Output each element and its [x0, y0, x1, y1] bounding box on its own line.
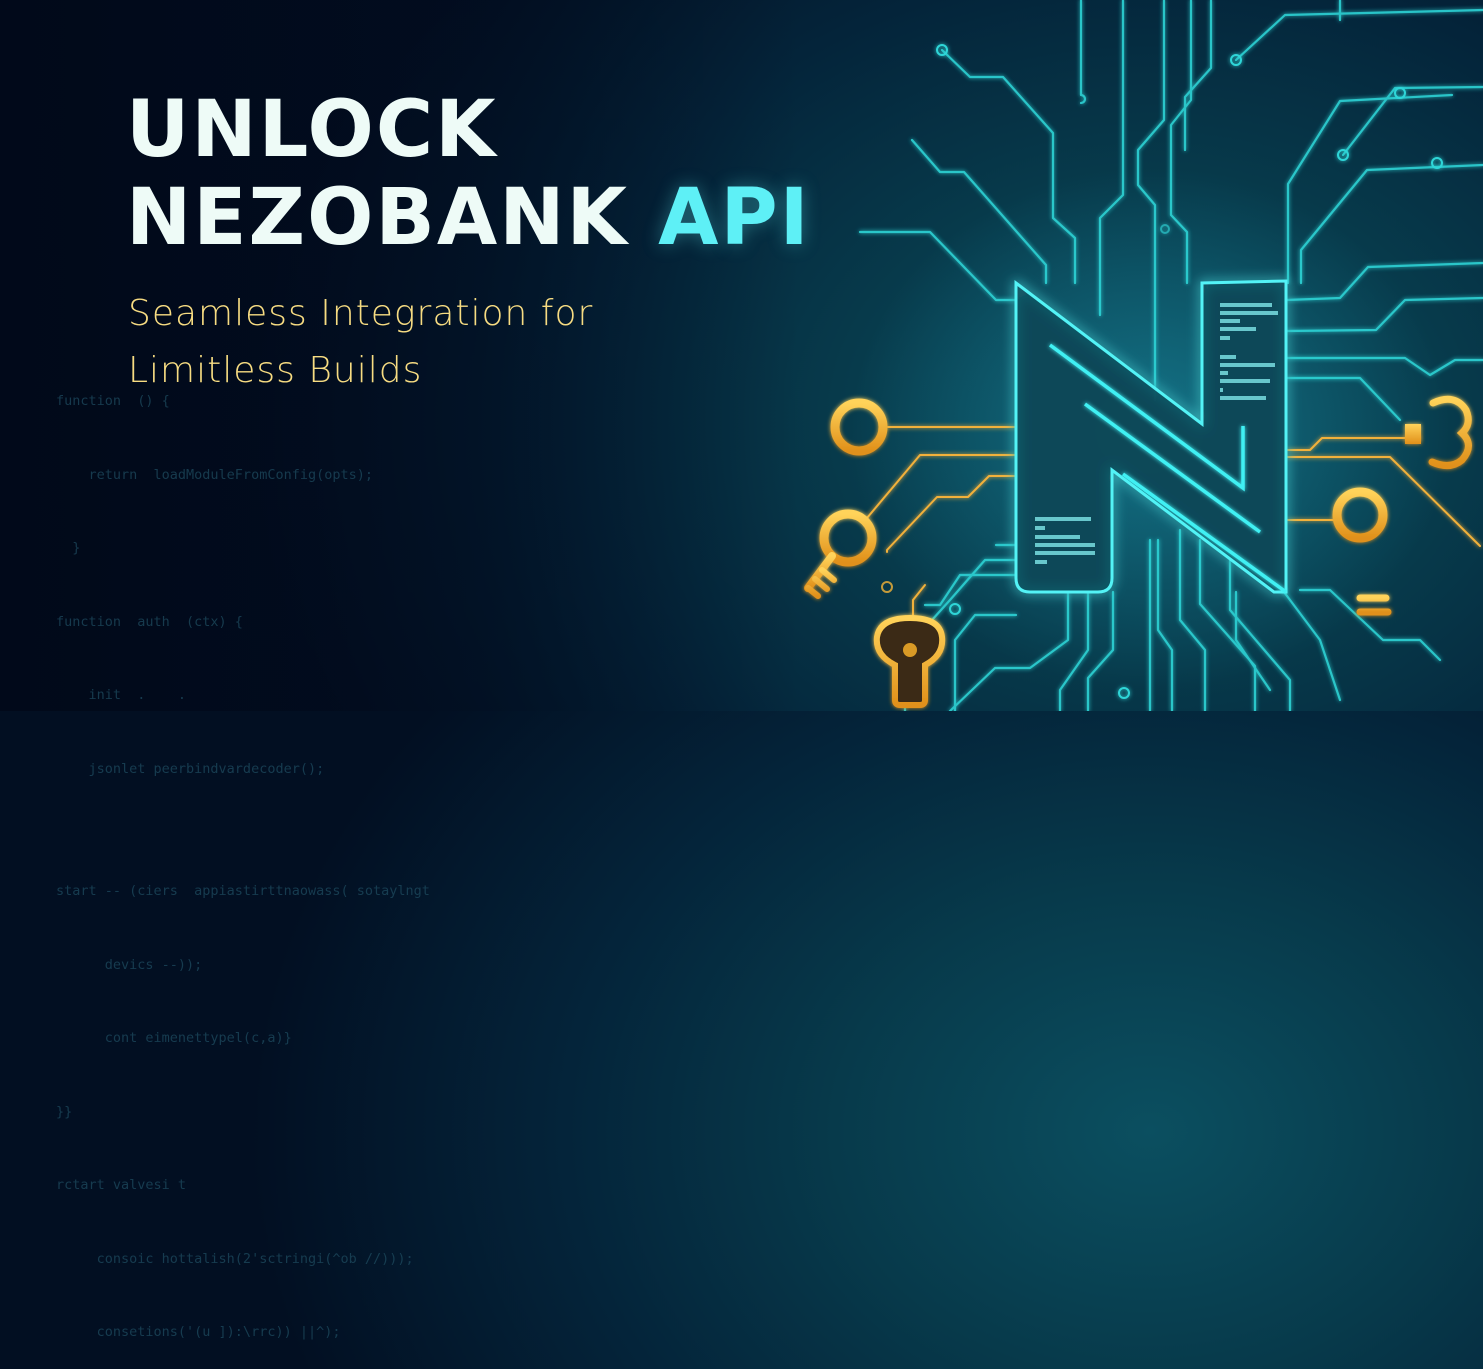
panel-code-text	[1035, 303, 1278, 564]
code-line: function () {	[56, 393, 170, 409]
code-line: cont eimenettypel(c,a)}	[56, 1030, 292, 1046]
code-line: }	[56, 540, 81, 556]
headline: UNLOCK NEZOBANK API	[126, 86, 811, 262]
key-icon	[1332, 487, 1392, 626]
code-line: jsonlet peerbindvardecoder();	[56, 760, 325, 777]
subheadline-line-2: Limitless Builds	[128, 350, 423, 391]
code-line: function auth (ctx) {	[56, 613, 243, 630]
key-ring-icon	[830, 398, 888, 456]
headline-brand: NEZOBANK	[126, 173, 629, 263]
code-line: start -- (ciers appiastirttnaowass( sota…	[56, 883, 430, 899]
circuit-illustration	[804, 0, 1483, 711]
key-icon	[804, 509, 877, 599]
left-shade-overlay	[0, 0, 800, 711]
subheadline-line-1: Seamless Integration for	[128, 293, 594, 334]
circuit-traces	[858, 0, 1483, 711]
keyhole-icon	[873, 614, 946, 708]
background-code: function () { return loadModuleFromConfi…	[56, 340, 576, 1369]
code-line: init . .	[56, 687, 187, 703]
circuit-nodes	[936, 44, 1443, 699]
gold-node	[881, 581, 893, 593]
n-logo-panel	[1014, 279, 1288, 594]
code-line: }}	[56, 1103, 73, 1120]
code-line: devics --));	[56, 956, 203, 973]
code-line: consetions('(u ]):\rrc)) ||^);	[56, 1324, 341, 1340]
subheadline: Seamless Integration for Limitless Build…	[128, 285, 593, 399]
headline-accent-api: API	[658, 173, 811, 263]
code-line: return loadModuleFromConfig(opts);	[56, 466, 373, 483]
code-line: rctart valvesi t	[56, 1177, 187, 1193]
headline-line-1: UNLOCK	[126, 85, 498, 175]
key-bow-icon	[1405, 395, 1472, 469]
headline-line-2: NEZOBANK API	[126, 174, 811, 262]
code-line: consoic hottalish(2'sctringi(^ob //)));	[56, 1250, 414, 1267]
